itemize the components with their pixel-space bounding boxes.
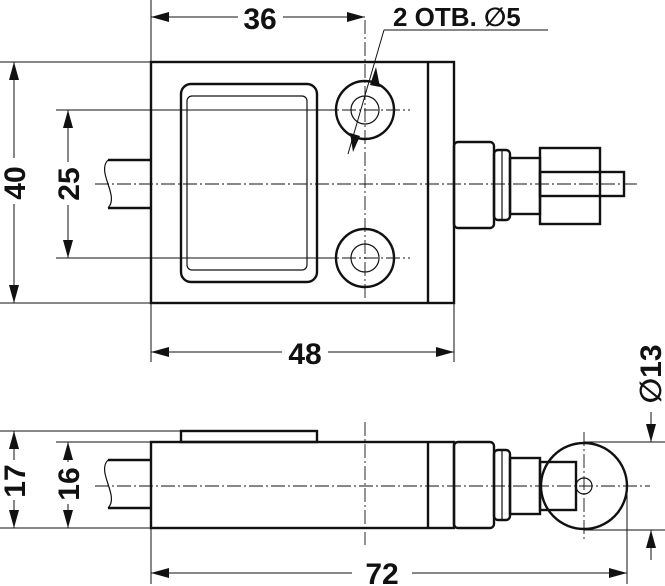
- dim-roller-diameter: ∅13: [584, 344, 665, 560]
- side-body-outline: [149, 440, 456, 530]
- dim-width-body: 48: [150, 303, 455, 371]
- dim-length-total-label: 72: [365, 558, 398, 586]
- side-button: [179, 429, 319, 444]
- dim-roller-diameter-label: ∅13: [635, 344, 665, 403]
- dim-height-holes-label: 25: [53, 167, 86, 200]
- body-outline: [149, 60, 456, 305]
- dim-height-total: 40: [0, 61, 151, 304]
- side-cable-break: [103, 459, 113, 509]
- dim-side-height-total: 17: [0, 430, 181, 529]
- side-actuator-nut: [452, 440, 496, 530]
- button-outer: [179, 82, 319, 284]
- dim-side-height-body: 16: [53, 441, 151, 528]
- dim-holes-note-label: 2 ОТВ. ∅5: [393, 2, 521, 32]
- dim-width-body-label: 48: [288, 338, 321, 371]
- dim-hole-spacing: 36: [150, 0, 365, 62]
- dim-hole-spacing-label: 36: [243, 3, 276, 36]
- dim-holes-note: 2 ОТВ. ∅5: [347, 2, 548, 155]
- dim-length-total: 72: [150, 486, 628, 586]
- dim-height-total-label: 40: [0, 166, 32, 199]
- actuator-body: [508, 156, 542, 216]
- actuator-fork: [538, 146, 602, 226]
- dim-side-height-body-label: 16: [53, 467, 86, 500]
- button-inner: [186, 95, 308, 271]
- side-view: [95, 422, 650, 545]
- top-view: [95, 20, 640, 305]
- actuator-nut: [452, 140, 496, 230]
- dim-height-holes: 25: [53, 109, 336, 259]
- dim-side-height-total-label: 17: [0, 464, 32, 497]
